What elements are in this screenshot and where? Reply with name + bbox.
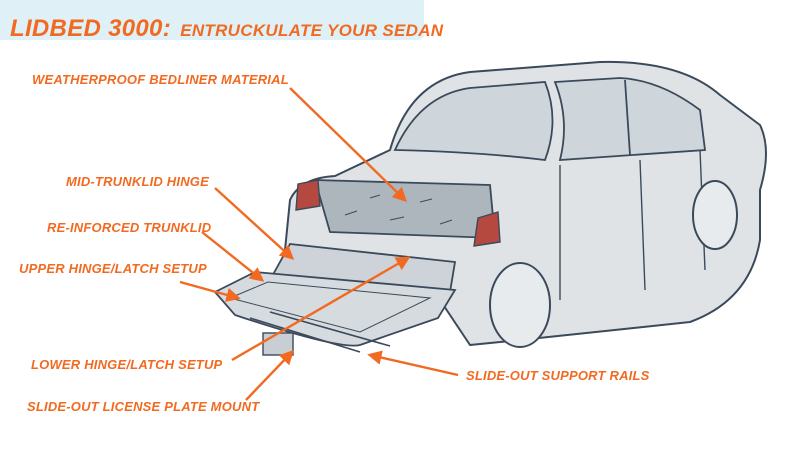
title-main: LIDBED 3000: [10, 15, 171, 42]
arrow-reinforced-trunklid [201, 231, 265, 282]
label-support-rails: SLIDE-OUT SUPPORT RAILS [466, 368, 650, 383]
label-reinforced-trunklid: RE-INFORCED TRUNKLID [47, 220, 212, 235]
title-banner: LIDBED 3000: ENTRUCKULATE YOUR SEDAN [0, 0, 443, 42]
front-wheel [692, 180, 738, 250]
label-weatherproof-bedliner: WEATHERPROOF BEDLINER MATERIAL [32, 72, 289, 87]
arrow-upper-hinge-latch [179, 280, 241, 302]
side-window [553, 77, 707, 161]
label-lower-hinge-latch: LOWER HINGE/LATCH SETUP [31, 357, 223, 372]
left-tail-light [295, 179, 321, 211]
truck-bed [313, 179, 496, 239]
label-upper-hinge-latch: UPPER HINGE/LATCH SETUP [19, 261, 207, 276]
rear-wheel [489, 262, 551, 348]
right-tail-light [473, 211, 501, 247]
window-divider [624, 79, 631, 156]
arrow-support-rails [367, 350, 459, 377]
arrow-mid-trunklid-hinge [214, 187, 295, 260]
label-mid-trunklid-hinge: MID-TRUNKLID HINGE [66, 174, 209, 189]
bed-texture [344, 194, 453, 225]
arrow-lower-hinge-latch [231, 256, 411, 362]
label-license-plate-mount: SLIDE-OUT LICENSE PLATE MOUNT [27, 399, 260, 414]
panel-inner-edge [228, 281, 432, 333]
arrow-weatherproof-bedliner [289, 87, 408, 203]
license-plate-mount [262, 332, 294, 356]
rear-windshield [393, 81, 554, 161]
callout-arrows [179, 87, 459, 401]
title-subtitle: ENTRUCKULATE YOUR SEDAN [180, 21, 444, 40]
support-rail [249, 311, 391, 353]
diagram-title: LIDBED 3000: ENTRUCKULATE YOUR SEDAN [10, 7, 443, 44]
arrow-license-plate-mount [245, 349, 294, 401]
